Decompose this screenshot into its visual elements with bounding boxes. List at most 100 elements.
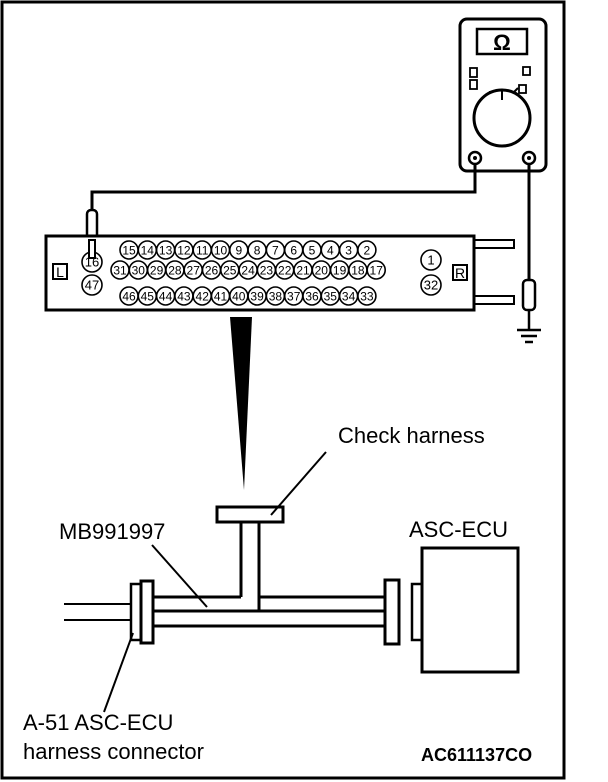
left-tag: L — [56, 264, 64, 280]
pin-row3: 38 — [265, 286, 286, 306]
pin-row1: 4 — [320, 240, 341, 260]
pin-label: 46 — [122, 289, 136, 303]
range-mark-icon — [522, 66, 531, 76]
pin-row2: 24 — [238, 260, 258, 280]
pin-label: 23 — [260, 263, 274, 277]
pin-label: 45 — [141, 289, 155, 303]
ohm-symbol: Ω — [493, 30, 511, 55]
pin-label: 13 — [159, 243, 173, 257]
pin-label: 7 — [272, 243, 279, 257]
leader-a51 — [103, 632, 134, 713]
pin-label: 39 — [250, 289, 264, 303]
label-tool: MB991997 — [59, 519, 166, 544]
pointer-wedge — [230, 317, 252, 490]
pin-label: 8 — [254, 243, 261, 257]
pin-row3: 46 — [119, 286, 139, 306]
pin-label: 25 — [223, 263, 237, 277]
pin-label: 15 — [122, 243, 136, 257]
pin-label: 21 — [296, 263, 310, 277]
probe-tip — [88, 239, 96, 259]
pin-label: 24 — [241, 263, 255, 277]
pin-row1: 7 — [265, 240, 286, 260]
pin-label: 38 — [269, 289, 283, 303]
pin-label: 33 — [360, 289, 374, 303]
pin-row3: 36 — [302, 286, 322, 306]
ground-icon — [517, 328, 541, 344]
pin-label: 20 — [315, 263, 329, 277]
pin-label: 35 — [324, 289, 338, 303]
label-check-harness: Check harness — [338, 423, 485, 448]
pin-label: 1 — [427, 253, 434, 268]
pin-label: 32 — [424, 278, 438, 293]
pin-row2: 23 — [256, 260, 277, 280]
pin-row1: 3 — [338, 240, 359, 260]
figure-code: AC611137CO — [421, 745, 533, 765]
pin-row1: 12 — [174, 240, 194, 260]
pin-label: 47 — [85, 278, 99, 293]
pin-row2: 17 — [366, 260, 387, 280]
pin-row2: 30 — [128, 260, 149, 280]
pin-row3: 35 — [320, 286, 341, 306]
pin-row2: 25 — [220, 260, 240, 280]
pin-label: 9 — [235, 243, 242, 257]
pin-label: 40 — [232, 289, 246, 303]
pin-row1: 10 — [210, 240, 231, 260]
right-tag: R — [455, 265, 465, 281]
label-asc-ecu: ASC-ECU — [409, 517, 509, 542]
pin-label: 26 — [205, 263, 219, 277]
pin-row1: 6 — [283, 240, 304, 260]
pin-label: 19 — [333, 263, 347, 277]
pin-row2: 28 — [165, 260, 185, 280]
pin-row3: 39 — [247, 286, 267, 306]
pin-label: 41 — [214, 289, 228, 303]
pin-label: 3 — [345, 243, 352, 257]
pin-row3: 43 — [174, 286, 194, 306]
pin-row3: 37 — [283, 286, 304, 306]
pin-row3: 42 — [192, 286, 212, 306]
pin-row3: 34 — [338, 286, 359, 306]
pin-label: 31 — [113, 263, 127, 277]
pin-row1: 8 — [247, 240, 267, 260]
pin-row1: 11 — [192, 240, 212, 260]
pin-label: 44 — [159, 289, 173, 303]
pin-label: 37 — [287, 289, 301, 303]
test-lead-1 — [90, 164, 477, 210]
pin-row2: 20 — [311, 260, 332, 280]
pin-label: 27 — [187, 263, 201, 277]
range-mark-icon — [469, 67, 478, 78]
pin-row2: 21 — [293, 260, 313, 280]
pin-row2: 18 — [348, 260, 368, 280]
pin-row1: 15 — [119, 240, 139, 260]
pin-row2: 26 — [201, 260, 222, 280]
pin-label: 18 — [351, 263, 365, 277]
pin-row2: 19 — [329, 260, 350, 280]
figure-border — [0, 0, 566, 780]
pin-label: 11 — [196, 243, 209, 257]
pin-label: 14 — [141, 243, 155, 257]
pin-row3: 33 — [357, 286, 377, 306]
asc-ecu-box — [420, 546, 520, 674]
pin-label: 2 — [364, 243, 371, 257]
label-harness-line1: A-51 ASC-ECU — [23, 710, 174, 735]
pin-right-upper: 1 — [420, 249, 442, 271]
pin-row1: 14 — [137, 240, 158, 260]
pin-row2: 22 — [274, 260, 295, 280]
range-mark-icon — [469, 79, 478, 90]
pin-label: 29 — [150, 263, 164, 277]
pin-row1: 2 — [357, 240, 377, 260]
pin-row2: 29 — [146, 260, 167, 280]
pin-label: 12 — [177, 243, 191, 257]
pin-label: 22 — [278, 263, 292, 277]
leader-check-harness — [270, 451, 327, 516]
ohmmeter-display — [475, 27, 529, 56]
pin-label: 5 — [309, 243, 316, 257]
pin-row2: 31 — [110, 260, 130, 280]
leader-tool — [151, 544, 208, 608]
pin-row3: 45 — [137, 286, 158, 306]
pin-label: 10 — [214, 243, 228, 257]
pin-row3: 44 — [155, 286, 176, 306]
pin-label: 42 — [196, 289, 210, 303]
pin-label: 17 — [370, 263, 384, 277]
